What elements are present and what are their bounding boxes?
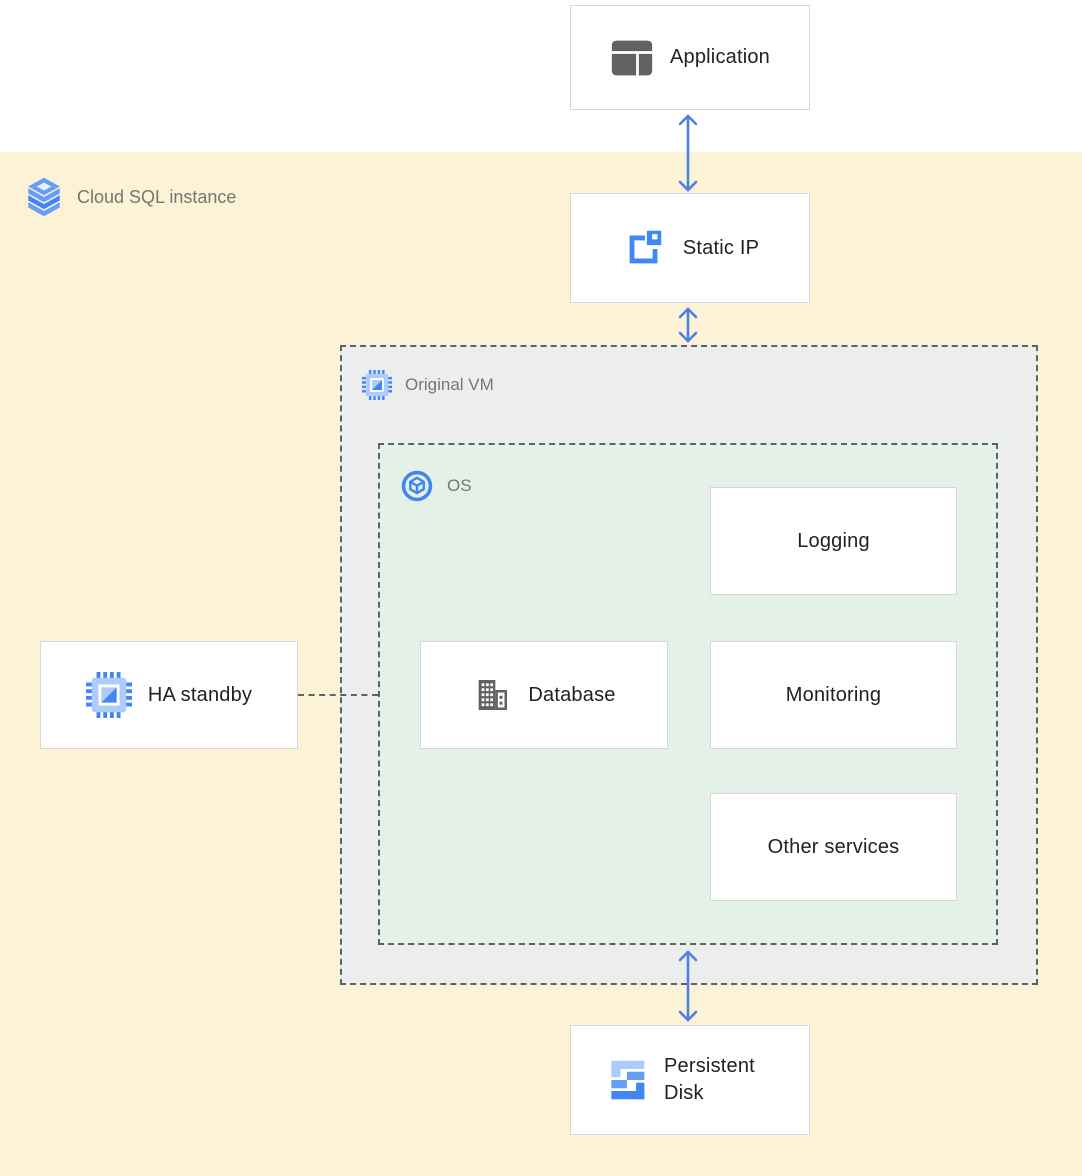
database-icon [472,675,512,715]
ha-standby-label: HA standby [147,683,253,706]
arrow-application-staticip [678,114,698,192]
cloud-sql-zone-title: Cloud SQL instance [77,186,237,207]
static-ip-icon [621,225,667,271]
compute-engine-icon [362,370,392,400]
node-ha-standby: HA standby [40,641,298,749]
os-zone-label: OS [400,469,472,503]
node-persistent-disk: Persistent Disk [570,1025,810,1135]
compute-engine-icon [85,672,132,718]
original-vm-zone-label: Original VM [362,370,494,400]
arrow-staticip-vm [678,307,698,343]
original-vm-zone-title: Original VM [405,375,494,394]
node-application: Application [570,5,810,110]
node-monitoring: Monitoring [710,641,957,749]
static-ip-label: Static IP [682,236,760,259]
node-database: Database [420,641,668,749]
cloud-sql-icon [26,176,62,218]
arrow-os-persistentdisk [678,950,698,1022]
application-label: Application [669,46,771,68]
persistent-disk-label: Persistent Disk [664,1055,755,1104]
cloud-sql-zone-label: Cloud SQL instance [26,176,236,218]
node-logging: Logging [710,487,957,595]
logging-label: Logging [797,529,870,552]
persistent-disk-icon [604,1058,648,1102]
node-static-ip: Static IP [570,193,810,303]
node-other-services: Other services [710,793,957,901]
application-icon [610,38,654,78]
other-services-label: Other services [767,835,900,858]
database-label: Database [528,683,616,706]
os-icon [400,469,434,503]
dashed-link-ha-standby [298,694,378,696]
monitoring-label: Monitoring [785,683,882,706]
os-zone-title: OS [447,476,472,495]
